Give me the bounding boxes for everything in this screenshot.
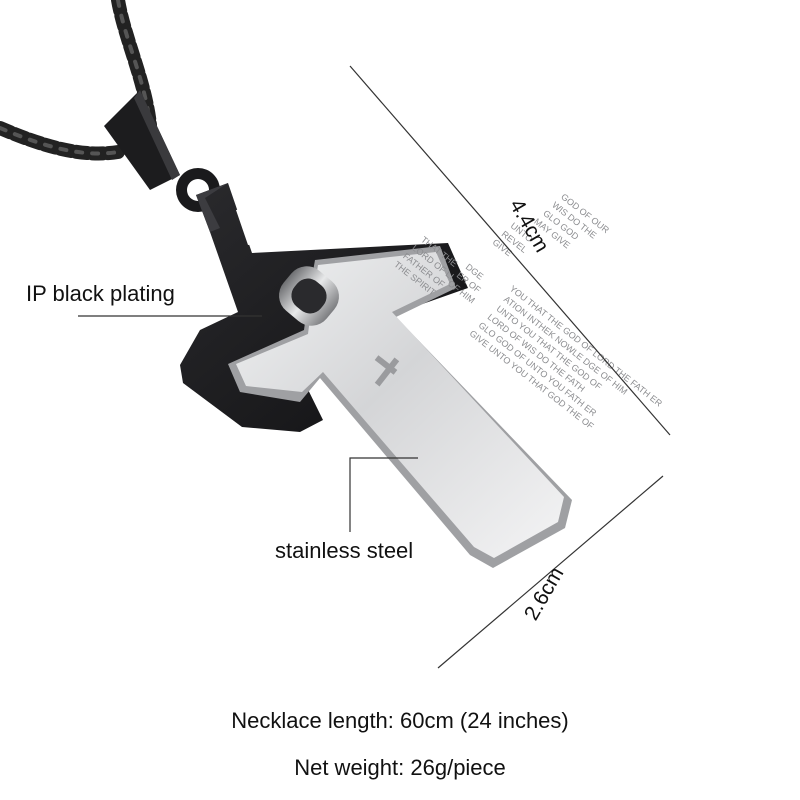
- dimension-lines: [349, 65, 671, 669]
- steel-cross: [228, 246, 572, 568]
- net-weight-spec: Net weight: 26g/piece: [294, 755, 506, 780]
- small-cross-icon: [374, 355, 400, 387]
- height-dimension-line: [349, 65, 671, 436]
- callout-line-steel: [349, 457, 418, 532]
- pendant-bail: [104, 90, 220, 212]
- necklace-length-spec: Necklace length: 60cm (24 inches): [231, 708, 569, 733]
- steel-label: stainless steel: [275, 538, 414, 563]
- width-dimension-line: [437, 475, 664, 669]
- callout-lines: [78, 315, 418, 532]
- cross-cutout: [236, 205, 272, 245]
- plating-label: IP black plating: [26, 281, 175, 306]
- pendant-ring: [279, 266, 339, 326]
